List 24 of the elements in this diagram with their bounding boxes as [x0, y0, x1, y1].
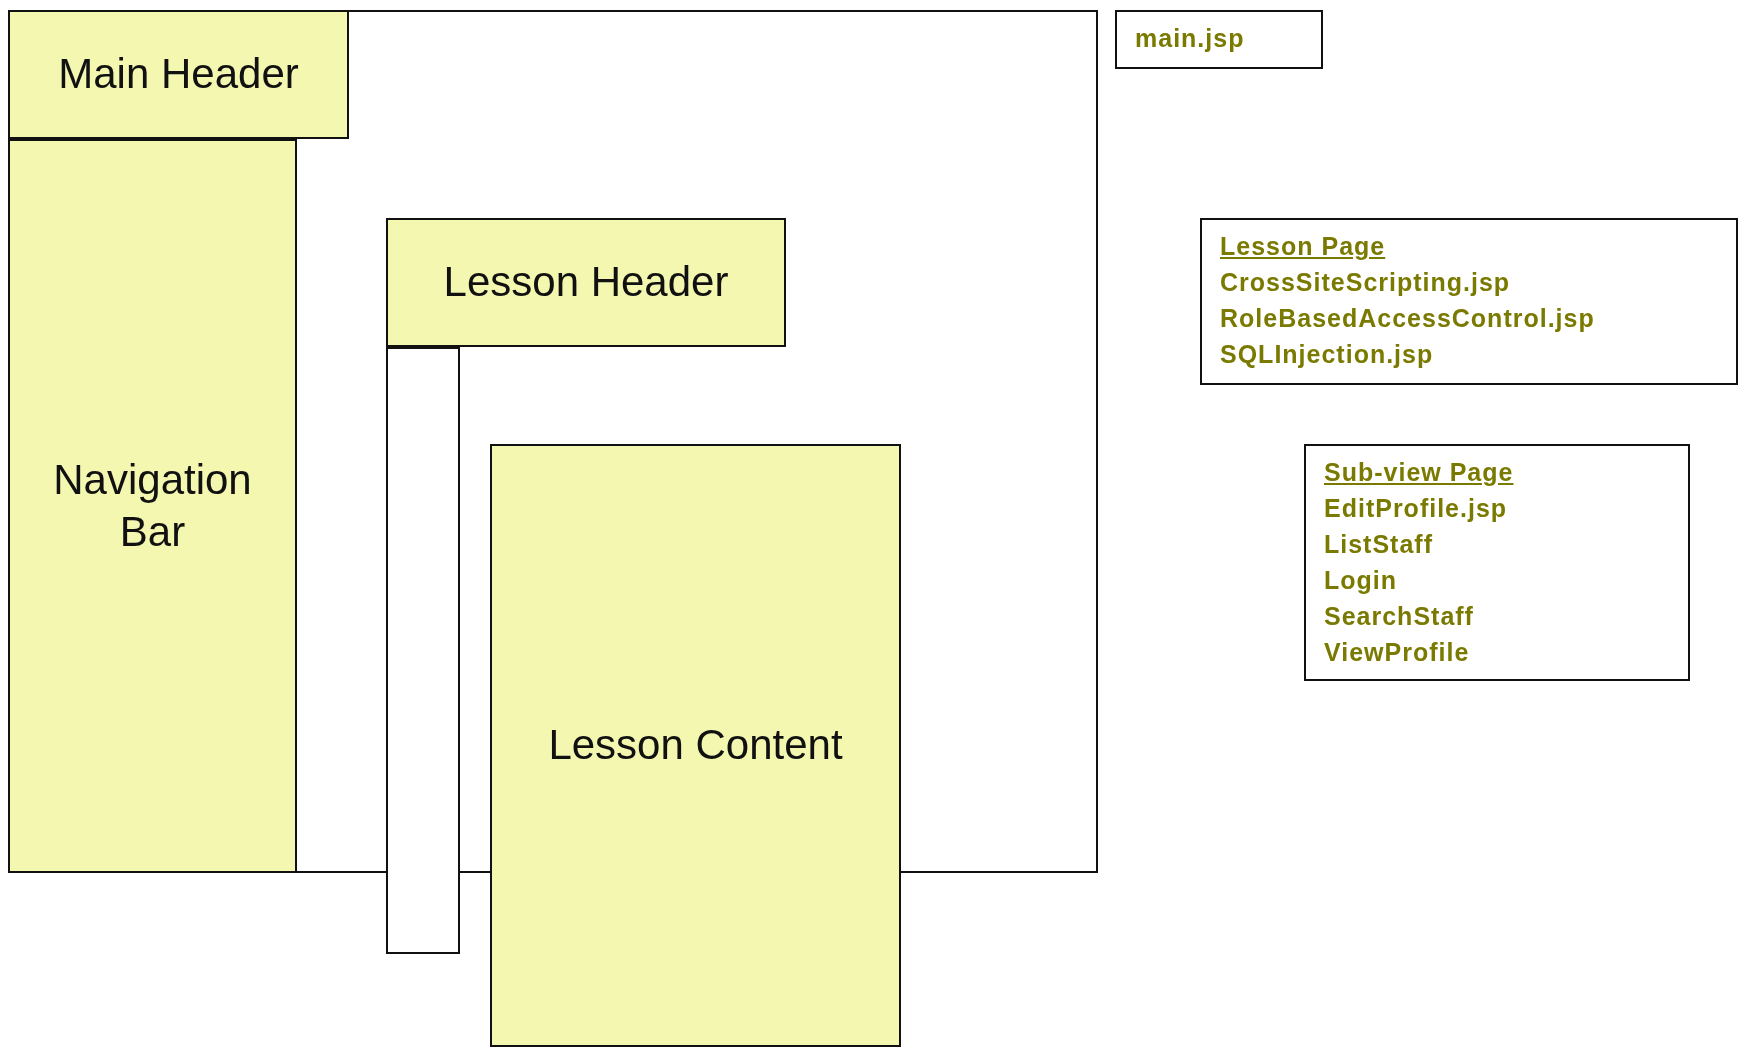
sidebar-panel	[8, 139, 297, 873]
file-name: ListStaff	[1324, 529, 1433, 560]
file-name: main.jsp	[1135, 23, 1245, 54]
header-panel	[8, 10, 349, 139]
file-name: RoleBasedAccessControl.jsp	[1220, 303, 1595, 334]
page-frame	[8, 10, 1098, 873]
file-box	[1115, 10, 1323, 69]
file-name: SQLInjection.jsp	[1220, 339, 1434, 370]
panel-title: Main Header	[57, 49, 300, 100]
file-name: CrossSiteScripting.jsp	[1220, 267, 1511, 298]
panel-title: Lesson Content	[547, 720, 844, 771]
header-panel	[386, 218, 786, 347]
list-heading: Sub-view Page	[1324, 457, 1514, 488]
file-list-box	[1304, 444, 1690, 681]
column-panel	[386, 347, 460, 954]
panel-title: Lesson Header	[442, 257, 730, 308]
file-name: SearchStaff	[1324, 601, 1474, 632]
file-name: ViewProfile	[1324, 637, 1470, 668]
file-name: Login	[1324, 565, 1398, 596]
file-name: EditProfile.jsp	[1324, 493, 1508, 524]
panel-title: Navigation Bar	[52, 454, 253, 557]
content-panel	[490, 444, 901, 1047]
list-heading: Lesson Page	[1220, 231, 1386, 262]
file-list-box	[1200, 218, 1738, 385]
